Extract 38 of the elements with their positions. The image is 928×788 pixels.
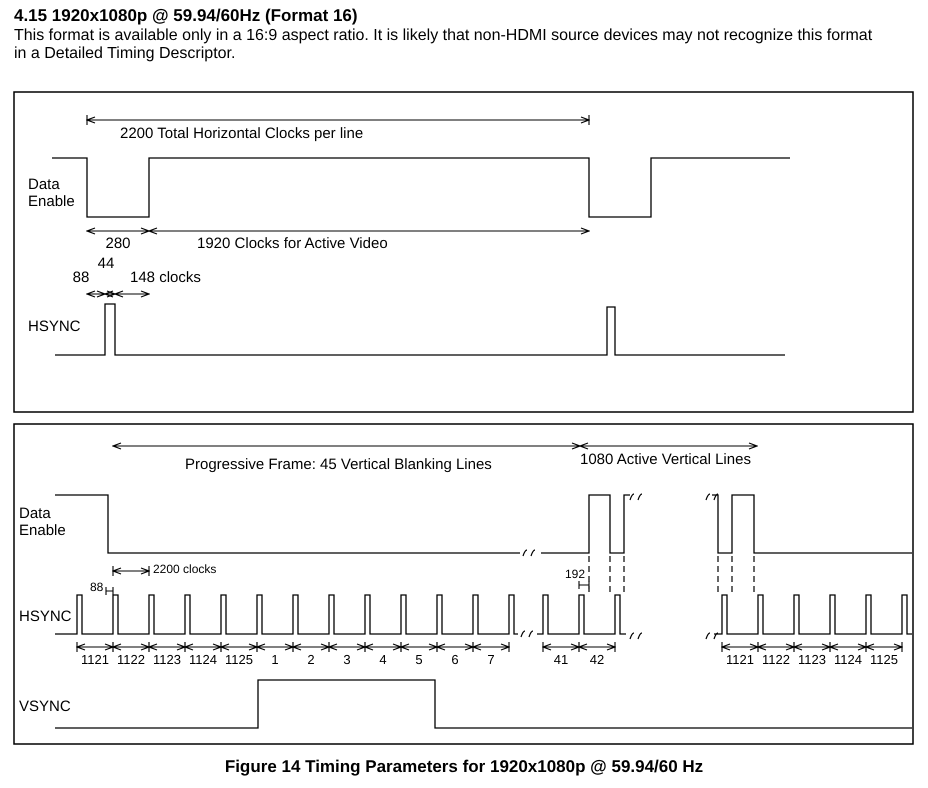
dimension-label: 44 xyxy=(98,255,114,272)
line-number: 7 xyxy=(487,653,495,668)
line-number: 1124 xyxy=(834,653,862,668)
dimension-label: 2200 clocks xyxy=(153,563,216,577)
dimension-label: 1920 Clocks for Active Video xyxy=(197,235,388,252)
line-number: 1125 xyxy=(225,653,253,668)
signal-name: HSYNC xyxy=(28,318,81,336)
line-number: 1123 xyxy=(798,653,826,668)
line-number: 1124 xyxy=(189,653,217,668)
line-number: 1123 xyxy=(153,653,181,668)
line-number: 6 xyxy=(451,653,459,668)
line-number: 5 xyxy=(415,653,423,668)
line-number: 1122 xyxy=(762,653,790,668)
line-number: 1 xyxy=(271,653,279,668)
line-number: 1121 xyxy=(81,653,109,668)
line-number: 42 xyxy=(590,653,604,668)
dimension-label: 192 xyxy=(565,568,586,582)
line-number: 1125 xyxy=(870,653,898,668)
line-number: 1122 xyxy=(117,653,145,668)
dimension-label: 88 xyxy=(90,581,104,595)
line-number: 4 xyxy=(379,653,387,668)
dimension-label: 148 clocks xyxy=(130,269,201,286)
line-number: 3 xyxy=(343,653,351,668)
description-paragraph: This format is available only in a 16:9 aspect ratio. It is likely that non-HDMI source devices may not recognize this format in a Detailed Timing Descriptor. xyxy=(14,27,874,64)
signal-name: Data Enable xyxy=(19,505,67,540)
signal-name: Data Enable xyxy=(28,176,76,210)
line-number: 1121 xyxy=(726,653,754,668)
signal-name: VSYNC xyxy=(19,698,71,716)
line-number: 2 xyxy=(307,653,315,668)
signal-name: HSYNC xyxy=(19,608,72,626)
dimension-label: 88 xyxy=(72,269,90,286)
dimension-label: Progressive Frame: 45 Vertical Blanking Lines xyxy=(185,456,492,474)
dimension-label: 280 xyxy=(105,235,131,252)
section-heading: 4.15 1920x1080p @ 59.94/60Hz (Format 16) xyxy=(14,6,358,26)
figure-caption: Figure 14 Timing Parameters for 1920x1080p @ 59.94/60 Hz xyxy=(224,757,704,777)
dimension-label: 2200 Total Horizontal Clocks per line xyxy=(120,125,364,142)
dimension-label: 1080 Active Vertical Lines xyxy=(580,451,751,468)
line-number: 41 xyxy=(554,653,568,668)
